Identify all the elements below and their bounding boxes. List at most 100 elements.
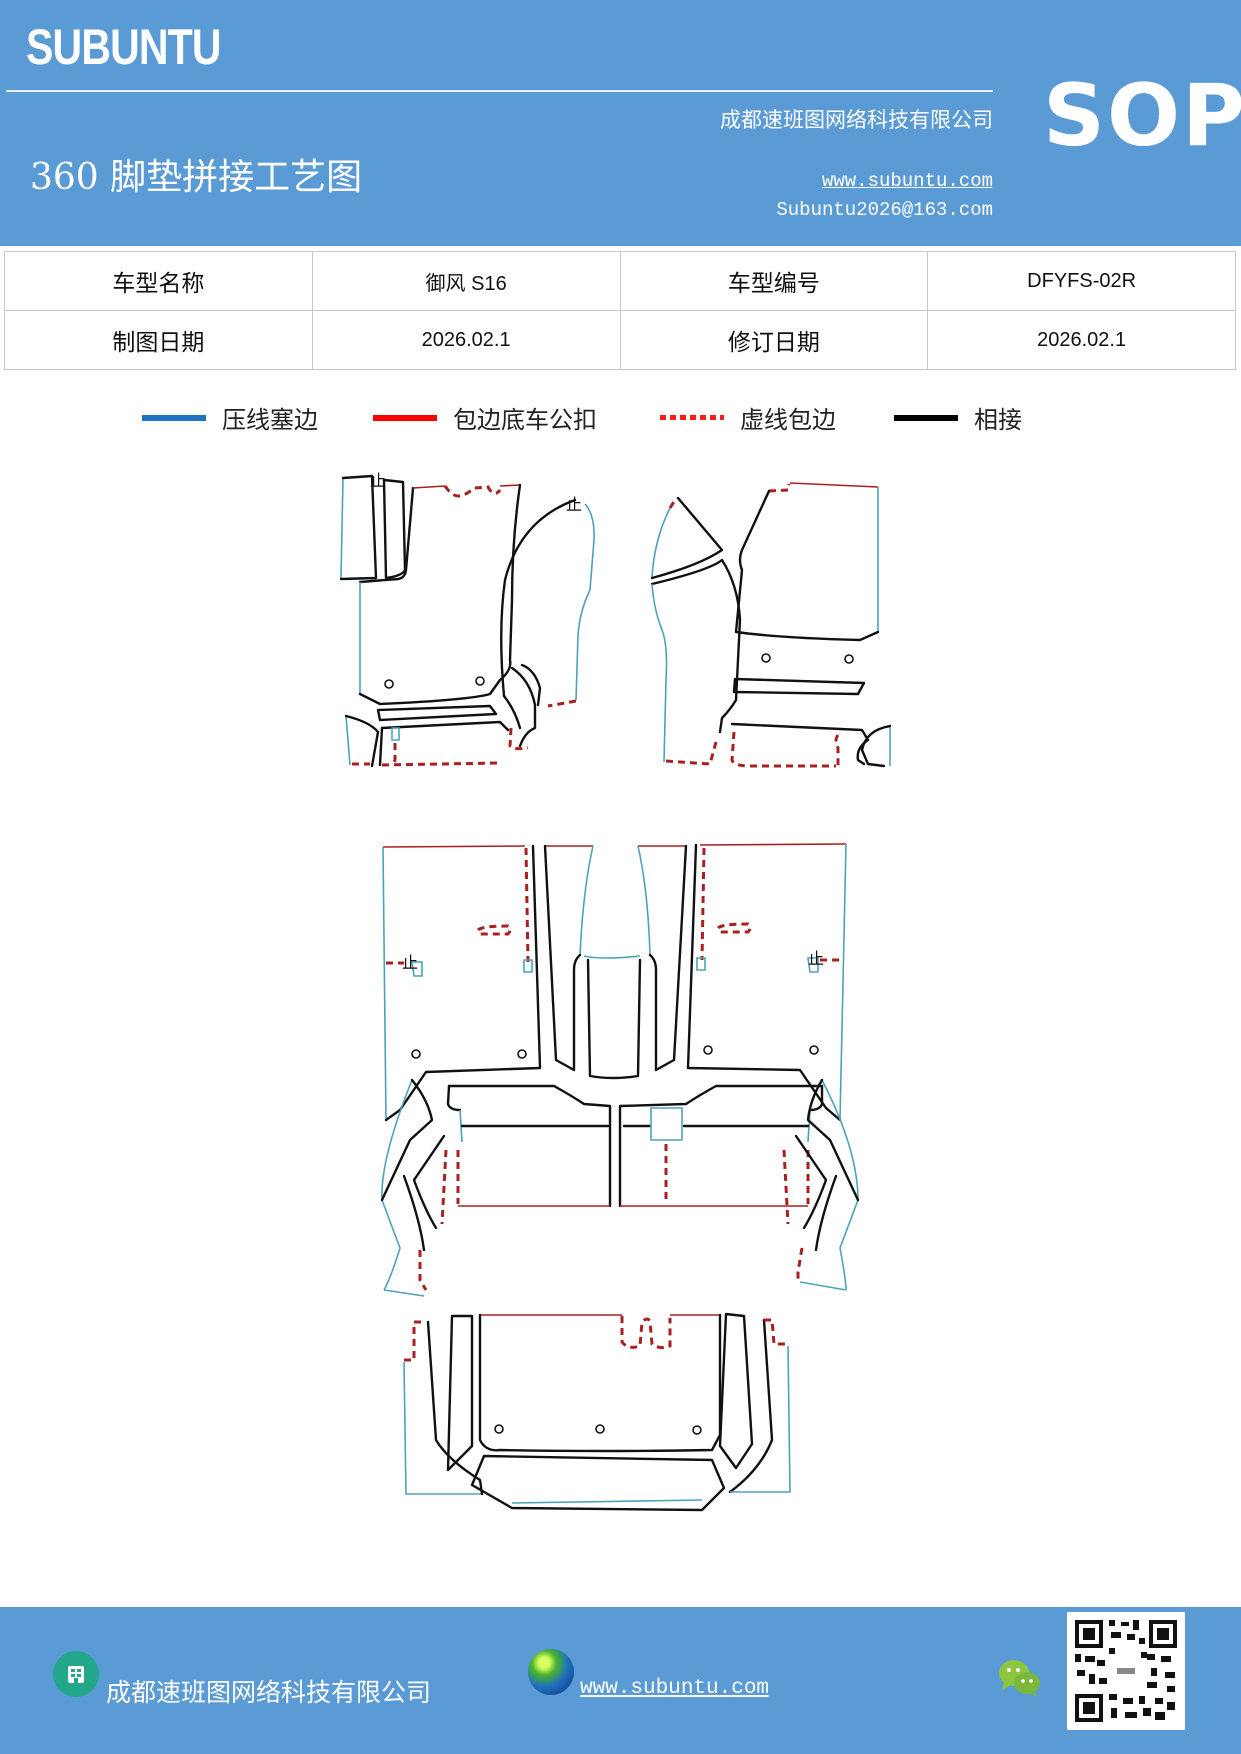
joint-line xyxy=(470,1454,726,1512)
joint-line xyxy=(686,843,842,1122)
press-edge xyxy=(637,845,651,956)
joint-line xyxy=(344,714,380,768)
legend-item-dashed-edge: 虚线包边 xyxy=(660,400,836,435)
press-edge xyxy=(381,1079,413,1291)
legend-item-edge-buckle: 包边底车公扣 xyxy=(373,400,597,435)
drawing-date-label: 制图日期 xyxy=(4,310,313,370)
dashed-edge xyxy=(524,847,530,963)
joint-line xyxy=(447,1084,612,1208)
joint-line xyxy=(730,722,870,742)
front-left-mat-set: 止 止 xyxy=(339,471,595,768)
joint-line xyxy=(520,663,542,707)
mounting-hole xyxy=(517,1049,527,1059)
document-title: 360 脚垫拼接工艺图 xyxy=(30,157,363,198)
mounting-hole xyxy=(761,653,771,663)
clip-slot xyxy=(807,957,819,973)
press-edge xyxy=(799,1281,847,1291)
mounting-hole xyxy=(411,1049,421,1059)
sop-badge: SOP xyxy=(1043,66,1241,166)
front-right-mat-set xyxy=(650,482,892,768)
mounting-hole xyxy=(595,1424,605,1434)
joint-line xyxy=(478,1313,722,1453)
joint-line xyxy=(358,486,415,584)
clip-slot xyxy=(411,961,423,977)
joint-line xyxy=(500,498,577,698)
marker-glyph: 止 xyxy=(370,471,386,490)
model-name-label: 车型名称 xyxy=(4,251,313,311)
model-code-label: 车型编号 xyxy=(619,251,929,311)
marker-glyph: 止 xyxy=(566,495,582,514)
header-website-link[interactable]: www.subuntu.com xyxy=(821,170,993,192)
press-edge xyxy=(579,845,594,956)
marker-glyph: 止 xyxy=(808,949,824,968)
joint-line xyxy=(382,478,407,580)
table-row: 制图日期 2026.02.1 修订日期 2026.02.1 xyxy=(4,310,1236,370)
legend-label: 包边底车公扣 xyxy=(453,406,597,434)
dashed-edge xyxy=(418,1250,428,1291)
press-edge xyxy=(651,583,668,763)
press-edge xyxy=(575,503,595,701)
dashed-edge xyxy=(440,1149,448,1225)
press-edge xyxy=(383,1289,425,1297)
dashed-edge xyxy=(796,1247,804,1282)
press-edge xyxy=(403,1361,482,1495)
building-icon xyxy=(53,1651,99,1697)
joint-line xyxy=(648,844,688,1072)
joint-line xyxy=(860,724,892,768)
joint-line xyxy=(618,1084,824,1208)
press-edge xyxy=(839,843,847,1121)
joint-line xyxy=(510,666,537,748)
revision-date-value: 2026.02.1 xyxy=(927,310,1236,370)
vehicle-info-table: 车型名称 御风 S16 车型编号 DFYFS-02R 制图日期 2026.02.… xyxy=(4,251,1236,370)
globe-icon xyxy=(528,1649,574,1695)
joint-line xyxy=(358,483,522,706)
legend-item-joint: 相接 xyxy=(894,400,1022,435)
header-company-name: 成都速班图网络科技有限公司 xyxy=(720,108,993,132)
joint-line xyxy=(718,1312,754,1470)
joint-line xyxy=(446,1314,474,1472)
press-edge xyxy=(345,715,351,766)
dashed-edge xyxy=(716,922,752,934)
dashed-edge xyxy=(782,1149,790,1225)
header-divider xyxy=(6,90,993,92)
footer-website-link[interactable]: www.subuntu.com xyxy=(580,1677,770,1700)
dashed-edge xyxy=(381,761,501,767)
press-edge xyxy=(340,477,344,579)
mat-splicing-diagram: 止 止 止 xyxy=(0,460,1241,1520)
joint-line xyxy=(380,1078,434,1202)
joint-line xyxy=(806,1078,860,1202)
mounting-hole xyxy=(494,1424,504,1434)
dashed-edge xyxy=(668,499,677,509)
dashed-edge xyxy=(665,741,718,766)
mounting-hole xyxy=(809,1045,819,1055)
red-line-swatch xyxy=(373,414,437,421)
dashed-edge xyxy=(730,731,836,768)
qr-code[interactable] xyxy=(1067,1612,1185,1730)
joint-line xyxy=(402,1174,426,1252)
mounting-hole xyxy=(384,679,394,689)
joint-line xyxy=(339,474,378,581)
joint-line xyxy=(650,558,742,734)
wrap-edge xyxy=(789,482,879,488)
clip-slot xyxy=(696,957,706,971)
blue-line-swatch xyxy=(142,414,206,421)
joint-line xyxy=(376,704,498,722)
page-footer: 成都速班图网络科技有限公司 www.subuntu.com xyxy=(0,1607,1241,1754)
mounting-hole xyxy=(703,1045,713,1055)
model-code-value: DFYFS-02R xyxy=(927,251,1236,311)
marker-glyph: 止 xyxy=(402,953,418,972)
joint-line xyxy=(543,844,582,1072)
mounting-hole xyxy=(844,654,854,664)
dashed-edge xyxy=(700,847,706,961)
dashed-edge xyxy=(834,734,840,766)
joint-line xyxy=(502,694,522,730)
wechat-icon xyxy=(996,1657,1044,1699)
dashed-edge xyxy=(443,485,502,498)
joint-line xyxy=(794,1134,828,1230)
legend-label: 压线塞边 xyxy=(222,406,318,434)
wrap-edge xyxy=(412,485,446,489)
dashed-edge xyxy=(764,1318,786,1346)
dashed-edge xyxy=(620,1316,672,1350)
dashed-edge xyxy=(768,483,791,493)
joint-line xyxy=(426,1320,484,1496)
